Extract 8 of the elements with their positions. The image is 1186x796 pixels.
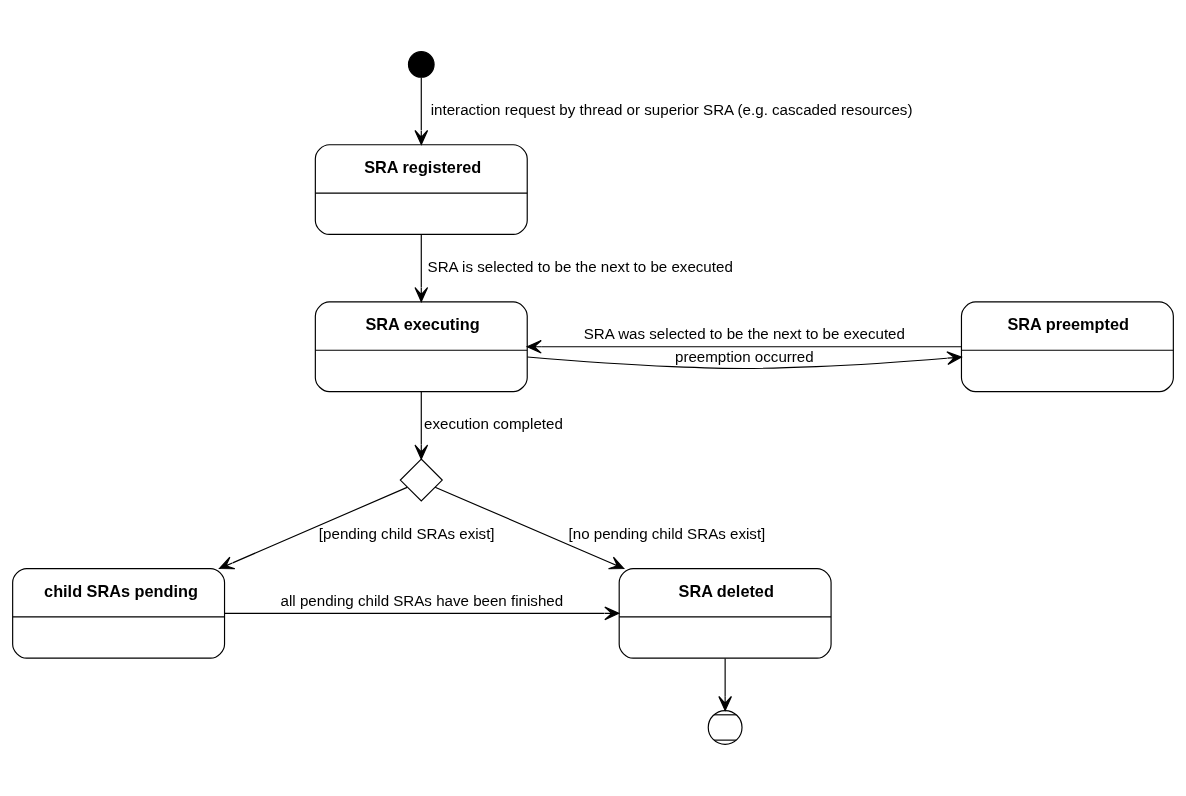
- edge-label: interaction request by thread or superior SRA (e.g. cascaded resources): [430, 100, 913, 118]
- edge-label: all pending child SRAs have been finished: [280, 591, 564, 609]
- edge-label: SRA was selected to be the next to be executed: [583, 325, 905, 343]
- edge-label: [no pending child SRAs exist]: [568, 524, 766, 542]
- edge-label: execution completed: [424, 415, 563, 433]
- edge-label: SRA is selected to be the next to be executed: [427, 258, 733, 276]
- edge-label: preemption occurred: [674, 348, 814, 366]
- edge-label: [pending child SRAs exist]: [318, 524, 495, 542]
